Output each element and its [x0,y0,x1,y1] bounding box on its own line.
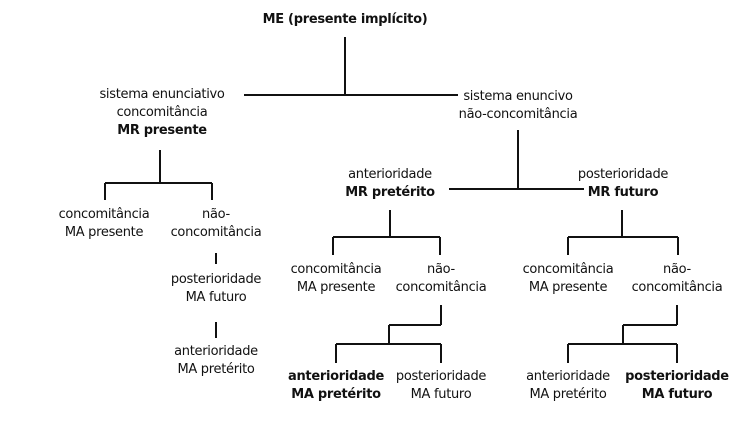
left-posterioridade-node: posterioridade MA futuro [170,272,262,305]
post-posterioridade-node: posterioridade MA futuro [625,369,729,402]
enuncivo-node: sistema enuncivo não-concomitância [458,89,578,122]
enunciativo-node: sistema enunciativo concomitância MR pre… [99,87,225,138]
left-concomitancia-node: concomitância MA presente [58,207,150,240]
post-concomitancia-node: concomitância MA presente [522,262,614,295]
root-node: ME (presente implícito) [262,12,428,27]
left-nao-concomitancia-node: não- concomitância [170,207,262,240]
posterioridade-mr-node: posterioridade MR futuro [577,167,669,200]
post-anterioridade-node: anterioridade MA pretérito [526,369,610,402]
ant-nao-concomitancia-node: não- concomitância [395,262,487,295]
anterioridade-mr-node: anterioridade MR pretérito [345,167,435,200]
left-anterioridade-node: anterioridade MA pretérito [174,344,258,377]
ant-anterioridade-node: anterioridade MA pretérito [287,369,385,402]
post-nao-concomitancia-node: não- concomitância [631,262,723,295]
ant-concomitancia-node: concomitância MA presente [290,262,382,295]
ant-posterioridade-node: posterioridade MA futuro [395,369,487,402]
